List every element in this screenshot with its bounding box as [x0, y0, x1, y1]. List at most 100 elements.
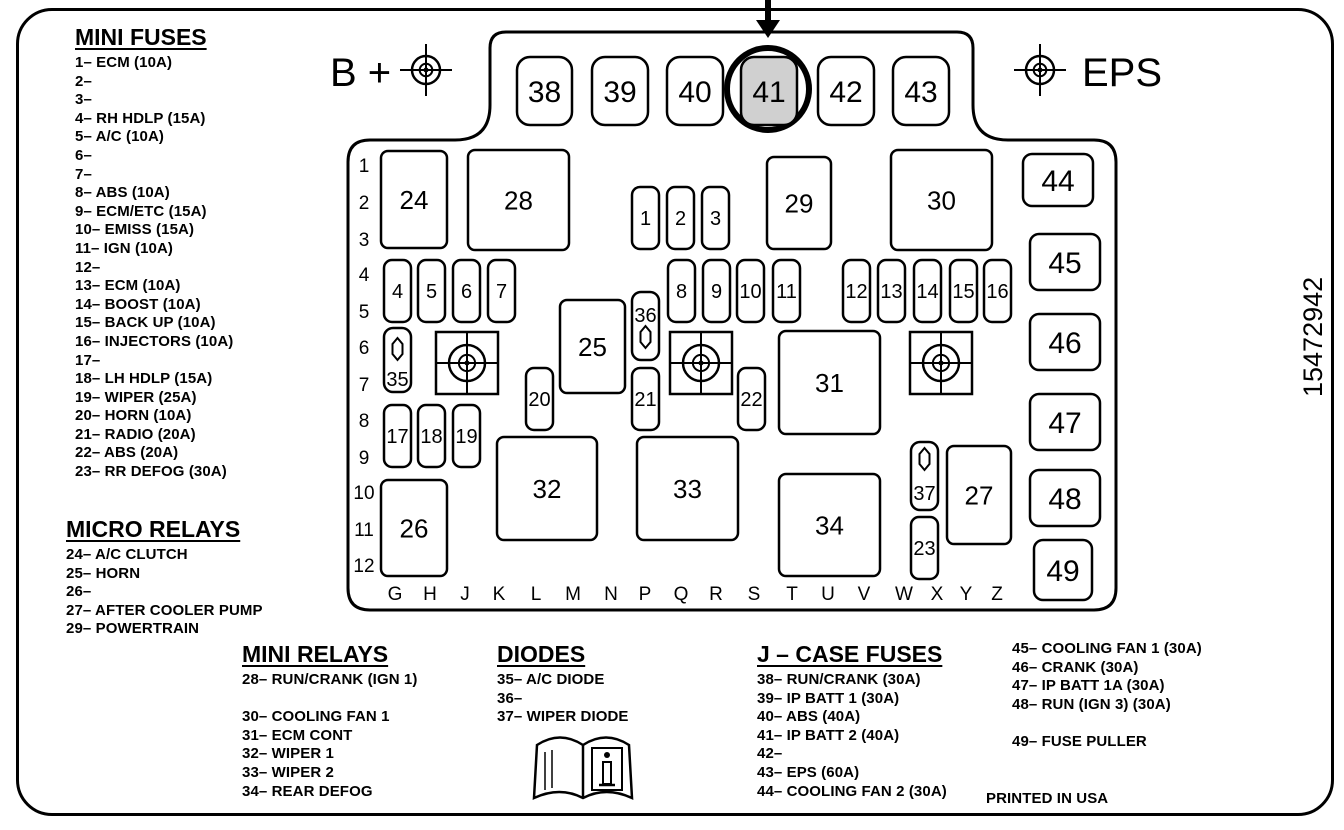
stud-terminal-icon — [668, 330, 734, 396]
component-number: 13 — [880, 281, 902, 303]
grid-column-label: X — [931, 584, 944, 605]
mini-fuse-8: 8 — [666, 258, 697, 324]
component-number: 10 — [739, 281, 761, 303]
label-border — [16, 8, 1334, 816]
list-item: 10– EMISS (15A) — [75, 221, 195, 239]
mini-fuse-21: 21 — [630, 366, 661, 432]
component-number: 48 — [1048, 483, 1081, 516]
grid-row-label: 5 — [359, 302, 370, 323]
mini-fuse-17: 17 — [382, 403, 413, 469]
grid-row-label: 11 — [354, 520, 374, 541]
mini-fuses-list: 1– ECM (10A)2–3–4– RH HDLP (15A)5– A/C (… — [75, 54, 233, 482]
grid-column-label: Q — [674, 584, 689, 605]
relay-27: 27 — [945, 444, 1013, 546]
component-number: 32 — [533, 474, 562, 504]
mini-fuse-12: 12 — [841, 258, 872, 324]
component-number: 26 — [400, 513, 429, 543]
component-number: 1 — [640, 208, 651, 230]
list-item: 16– INJECTORS (10A) — [75, 332, 234, 350]
list-item: 20– HORN (10A) — [75, 407, 192, 425]
stud-terminal-icon — [434, 330, 500, 396]
grid-row-label: 3 — [359, 230, 370, 251]
component-number: 43 — [904, 76, 937, 109]
jcase-fuse-38: 38 — [515, 55, 574, 127]
mini-fuse-4: 4 — [382, 258, 413, 324]
grid-column-label: M — [565, 584, 581, 605]
grid-row-label: 6 — [359, 338, 370, 359]
component-number: 11 — [776, 281, 797, 303]
mini-fuse-22: 22 — [736, 366, 767, 432]
list-item: 46– CRANK (30A) — [1012, 658, 1139, 676]
component-number: 20 — [528, 389, 550, 411]
mini-fuse-5: 5 — [416, 258, 447, 324]
list-item: 38– RUN/CRANK (30A) — [757, 671, 921, 688]
grid-column-label: K — [493, 584, 506, 605]
list-item: 2– — [75, 72, 92, 90]
component-number: 14 — [916, 281, 938, 303]
list-item: 6– — [75, 146, 92, 164]
component-number: 34 — [815, 510, 844, 540]
list-item: 36– — [497, 689, 523, 707]
component-number: 19 — [455, 426, 477, 448]
component-number: 31 — [815, 368, 844, 398]
jcase-fuse-48: 48 — [1028, 468, 1102, 528]
list-item: 24– A/C CLUTCH — [66, 546, 188, 563]
component-number: 40 — [678, 76, 711, 109]
mini-fuse-3: 3 — [700, 185, 731, 251]
list-item: 26– — [66, 583, 92, 601]
component-number: 8 — [676, 281, 687, 303]
list-item: 15– BACK UP (10A) — [75, 314, 216, 332]
list-item: 45– COOLING FAN 1 (30A) — [1012, 640, 1202, 657]
list-item: 28– RUN/CRANK (IGN 1) — [242, 671, 418, 688]
mini-fuse-14: 14 — [912, 258, 943, 324]
component-number: 3 — [710, 208, 721, 230]
grid-column-label: H — [423, 584, 437, 605]
eps-terminal-icon — [1014, 44, 1066, 96]
grid-column-label: U — [821, 584, 835, 605]
list-item: 33– WIPER 2 — [242, 763, 334, 781]
grid-row-label: 4 — [359, 265, 370, 286]
grid-column-label: Y — [960, 584, 973, 605]
component-number: 36 — [634, 305, 656, 327]
list-item: 34– REAR DEFOG — [242, 782, 373, 800]
printed-in-usa: PRINTED IN USA — [986, 790, 1109, 807]
list-item: 22– ABS (20A) — [75, 444, 179, 462]
component-number: 7 — [496, 281, 507, 303]
list-item: 31– ECM CONT — [242, 726, 353, 744]
grid-column-label: N — [604, 584, 618, 605]
jcase-fuse-45: 45 — [1028, 232, 1102, 292]
relay-26: 26 — [379, 478, 449, 578]
component-number: 27 — [965, 480, 994, 510]
grid-column-label: S — [748, 584, 761, 605]
component-number: 45 — [1048, 247, 1081, 280]
component-number: 16 — [986, 281, 1008, 303]
grid-column-label: W — [895, 584, 913, 605]
jcase-fuse-43: 43 — [891, 55, 951, 127]
list-item: 5– A/C (10A) — [75, 128, 165, 146]
component-number: 12 — [845, 281, 867, 303]
component-number: 21 — [634, 389, 656, 411]
mini-fuse-20: 20 — [524, 366, 555, 432]
down-arrow-icon — [756, 0, 780, 38]
diode-icon — [639, 324, 652, 350]
relay-30: 30 — [889, 148, 994, 252]
mini-relays-heading: MINI RELAYS — [242, 641, 389, 667]
grid-row-label: 9 — [359, 448, 370, 469]
list-item: 21– RADIO (20A) — [75, 425, 196, 443]
component-number: 23 — [913, 538, 935, 560]
b-plus-terminal-icon — [400, 44, 452, 96]
component-number: 25 — [578, 332, 607, 362]
grid-row-label: 8 — [359, 411, 370, 432]
highlight-ring — [724, 45, 812, 133]
relay-28: 28 — [466, 148, 571, 252]
mini-fuse-9: 9 — [701, 258, 732, 324]
component-number: 24 — [400, 185, 429, 215]
list-item: 49– FUSE PULLER — [1012, 732, 1147, 750]
grid-column-label: J — [460, 584, 470, 605]
component-number: 47 — [1048, 407, 1081, 440]
jcase-fuse-47: 47 — [1028, 392, 1102, 452]
jcase-fuse-40: 40 — [665, 55, 725, 127]
list-item: 41– IP BATT 2 (40A) — [757, 726, 900, 744]
diode-icon — [918, 446, 931, 472]
list-item: 9– ECM/ETC (15A) — [75, 202, 207, 220]
